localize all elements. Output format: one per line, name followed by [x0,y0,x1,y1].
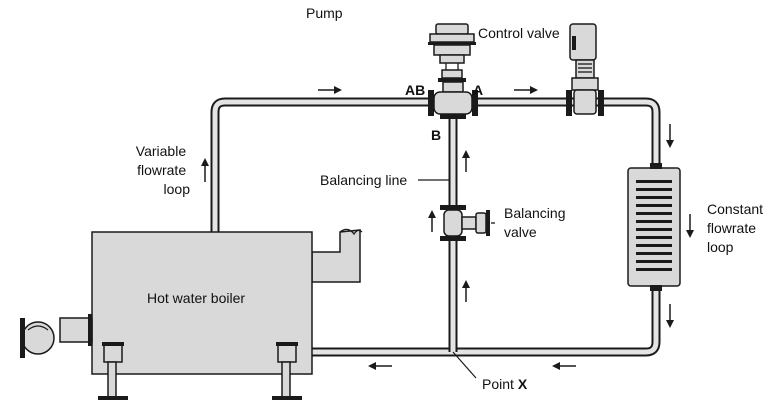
control-valve-label: Control valve [478,25,560,41]
heat-exchanger[interactable] [627,163,681,291]
point-x-leader [452,351,477,379]
pump-label: Pump [306,5,343,21]
flow-arrows [201,86,694,370]
port-a-label: A [473,82,483,98]
point-x-label: Point X [482,376,528,392]
balancing-valve[interactable] [440,205,495,241]
hot-water-boiler[interactable] [20,228,363,400]
constant-loop-label: Constant flowrate loop [707,201,767,255]
balancing-line-label: Balancing line [320,172,407,188]
port-ab-label: AB [405,82,425,98]
variable-loop-label: Variable flowrate loop [136,143,190,197]
control-valve[interactable] [428,23,478,119]
balancing-valve-label: Balancing valve [504,205,569,240]
boiler-label: Hot water boiler [147,290,245,306]
heat-exchanger-fins [636,180,672,271]
pump[interactable] [566,23,604,116]
return-pipe [312,284,661,357]
supply-pipe [210,97,661,232]
port-b-label: B [431,127,441,143]
